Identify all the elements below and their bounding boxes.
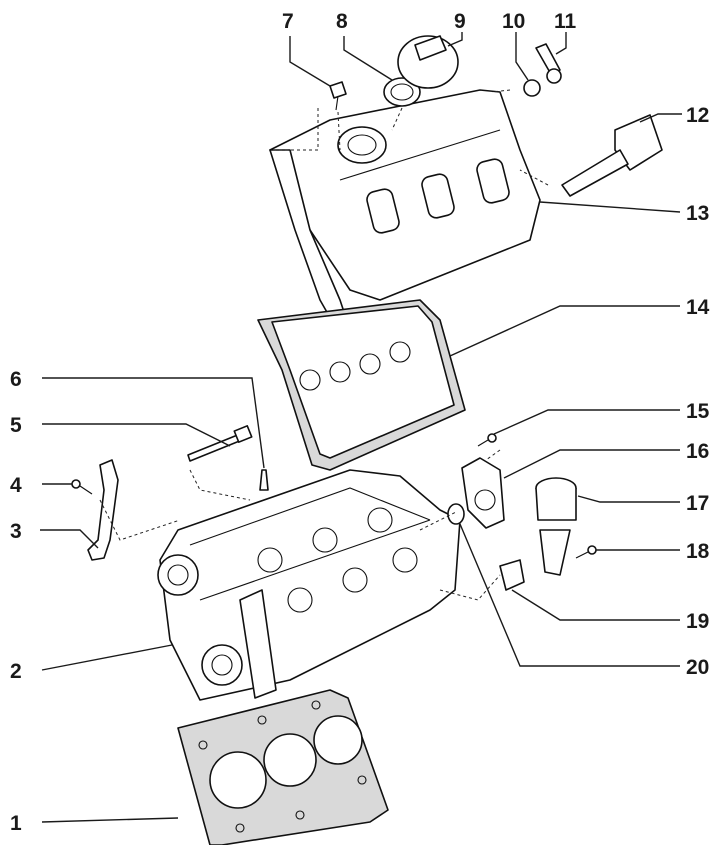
callout-3: 3: [10, 520, 22, 543]
callout-labels: 1 2 3 4 5 6 7 8 9 10 11 12 13 14 15 16 1…: [10, 10, 710, 835]
leader-lines: [40, 32, 682, 823]
part-5-head-bolt: [187, 425, 253, 462]
part-18-bolt: [575, 545, 597, 559]
part-3-bracket: [87, 459, 119, 561]
callout-6: 6: [10, 368, 22, 391]
part-6-pin: [259, 469, 269, 491]
part-10-seal-ring: [523, 79, 541, 97]
part-13-head-cover: [269, 89, 541, 336]
part-17-valve: [535, 477, 577, 576]
callout-9: 9: [454, 10, 466, 33]
callout-13: 13: [686, 202, 709, 225]
callout-1: 1: [10, 812, 22, 835]
part-4-bolt: [71, 479, 93, 495]
part-11-sensor: [535, 43, 562, 84]
callout-5: 5: [10, 414, 22, 437]
part-14-cover-gasket: [257, 299, 466, 471]
part-19-gasket: [499, 559, 525, 591]
part-12-ignition-coil: [519, 114, 663, 197]
callout-7: 7: [282, 10, 294, 33]
part-15-bolt: [477, 433, 497, 447]
callout-17: 17: [686, 492, 709, 515]
callout-2: 2: [10, 660, 22, 683]
callout-8: 8: [336, 10, 348, 33]
callout-19: 19: [686, 610, 709, 633]
callout-12: 12: [686, 104, 709, 127]
callout-18: 18: [686, 540, 710, 563]
callout-10: 10: [502, 10, 525, 33]
callout-14: 14: [686, 296, 710, 319]
part-1-head-gasket: [177, 689, 389, 845]
part-16-housing: [461, 457, 505, 529]
part-2-cylinder-head: [157, 469, 461, 701]
callout-15: 15: [686, 400, 710, 423]
callout-16: 16: [686, 440, 709, 463]
callout-4: 4: [10, 474, 22, 497]
part-9-filler-cap: [397, 35, 459, 89]
part-7-bolt: [329, 81, 347, 111]
assembly-lines: [99, 89, 511, 601]
part-8-oring: [383, 77, 421, 107]
part-20-oring: [447, 503, 465, 525]
callout-11: 11: [554, 10, 577, 33]
callout-20: 20: [686, 656, 709, 679]
